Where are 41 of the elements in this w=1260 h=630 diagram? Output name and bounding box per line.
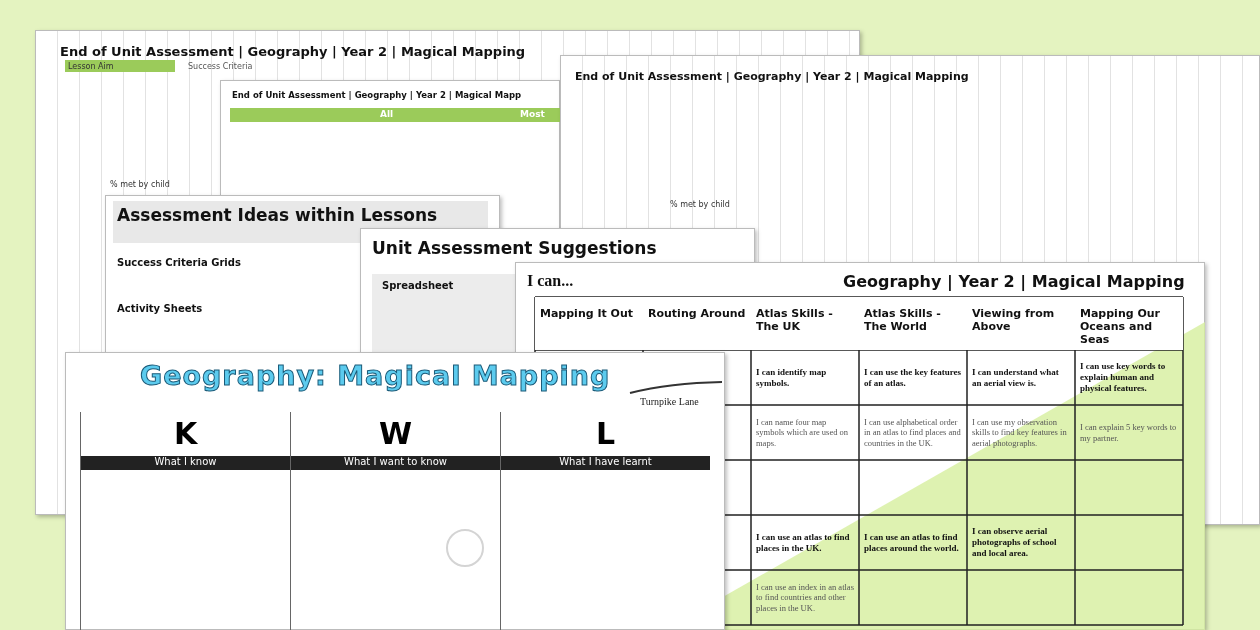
column-header: Lesson Aim: [68, 62, 114, 71]
column-header: All: [380, 109, 394, 119]
column-letter: K: [172, 416, 199, 451]
column-header: Viewing from Above: [967, 297, 1075, 350]
column-header: Most: [520, 109, 545, 119]
worksheet-title: Geography | Year 2 | Magical Mapping: [843, 272, 1185, 291]
column-header: Mapping Our Oceans and Seas: [1075, 297, 1183, 350]
row-label: % met by child: [110, 180, 170, 189]
statement-cell: I can observe aerial photographs of school and local area.: [967, 515, 1075, 570]
column-header: Routing Around: [643, 297, 751, 350]
statement-cell: I can identify map symbols.: [751, 350, 859, 405]
document-heading: Unit Assessment Suggestions: [372, 238, 657, 258]
worksheet-title: Geography: Magical Mapping: [140, 360, 611, 391]
statement-cell: I can use an atlas to find places in the UK.: [751, 515, 859, 570]
column-caption: What I have learnt: [558, 456, 653, 467]
worksheet-heading: I can...: [527, 272, 574, 290]
column-letter: W: [377, 416, 414, 451]
statement-cell: I can understand what an aerial view is.: [967, 350, 1075, 405]
statement-cell: I can use key words to explain human and physical features.: [1075, 350, 1183, 405]
statement-cell: I can use my observation skills to find key features in aerial photographs.: [967, 405, 1075, 460]
column-header: Mapping It Out: [535, 297, 643, 350]
column-caption: What I know: [153, 456, 218, 467]
statement-cell: I can use an atlas to find places around the world.: [859, 515, 967, 570]
column-header: Success Criteria: [188, 62, 253, 71]
statement-cell: I can explain 5 key words to my partner.: [1075, 405, 1183, 460]
column-header: Atlas Skills - The UK: [751, 297, 859, 350]
column-header: Atlas Skills - The World: [859, 297, 967, 350]
section-heading: Spreadsheet: [382, 280, 454, 291]
section-heading: Success Criteria Grids: [117, 257, 241, 268]
column-letter: L: [594, 416, 617, 451]
statement-cell: I can use the key features of an atlas.: [859, 350, 967, 405]
statement-cell: I can use alphabetical order in an atlas to find places and countries in the UK.: [859, 405, 967, 460]
row-label: % met by child: [670, 200, 730, 209]
section-heading: Activity Sheets: [117, 303, 203, 314]
sheet-title: End of Unit Assessment | Geography | Year 2 | Magical Mapp: [232, 90, 522, 100]
sheet-title: End of Unit Assessment | Geography | Year 2 | Magical Mapping: [575, 70, 969, 83]
column-caption: What I want to know: [343, 456, 448, 467]
document-heading: Assessment Ideas within Lessons: [117, 205, 438, 225]
statement-cell: I can name four map symbols which are used on maps.: [751, 405, 859, 460]
statement-cell: I can use an index in an atlas to find countries and other places in the UK.: [751, 570, 859, 625]
sheet-title: End of Unit Assessment | Geography | Year 2 | Magical Mapping: [60, 44, 526, 59]
